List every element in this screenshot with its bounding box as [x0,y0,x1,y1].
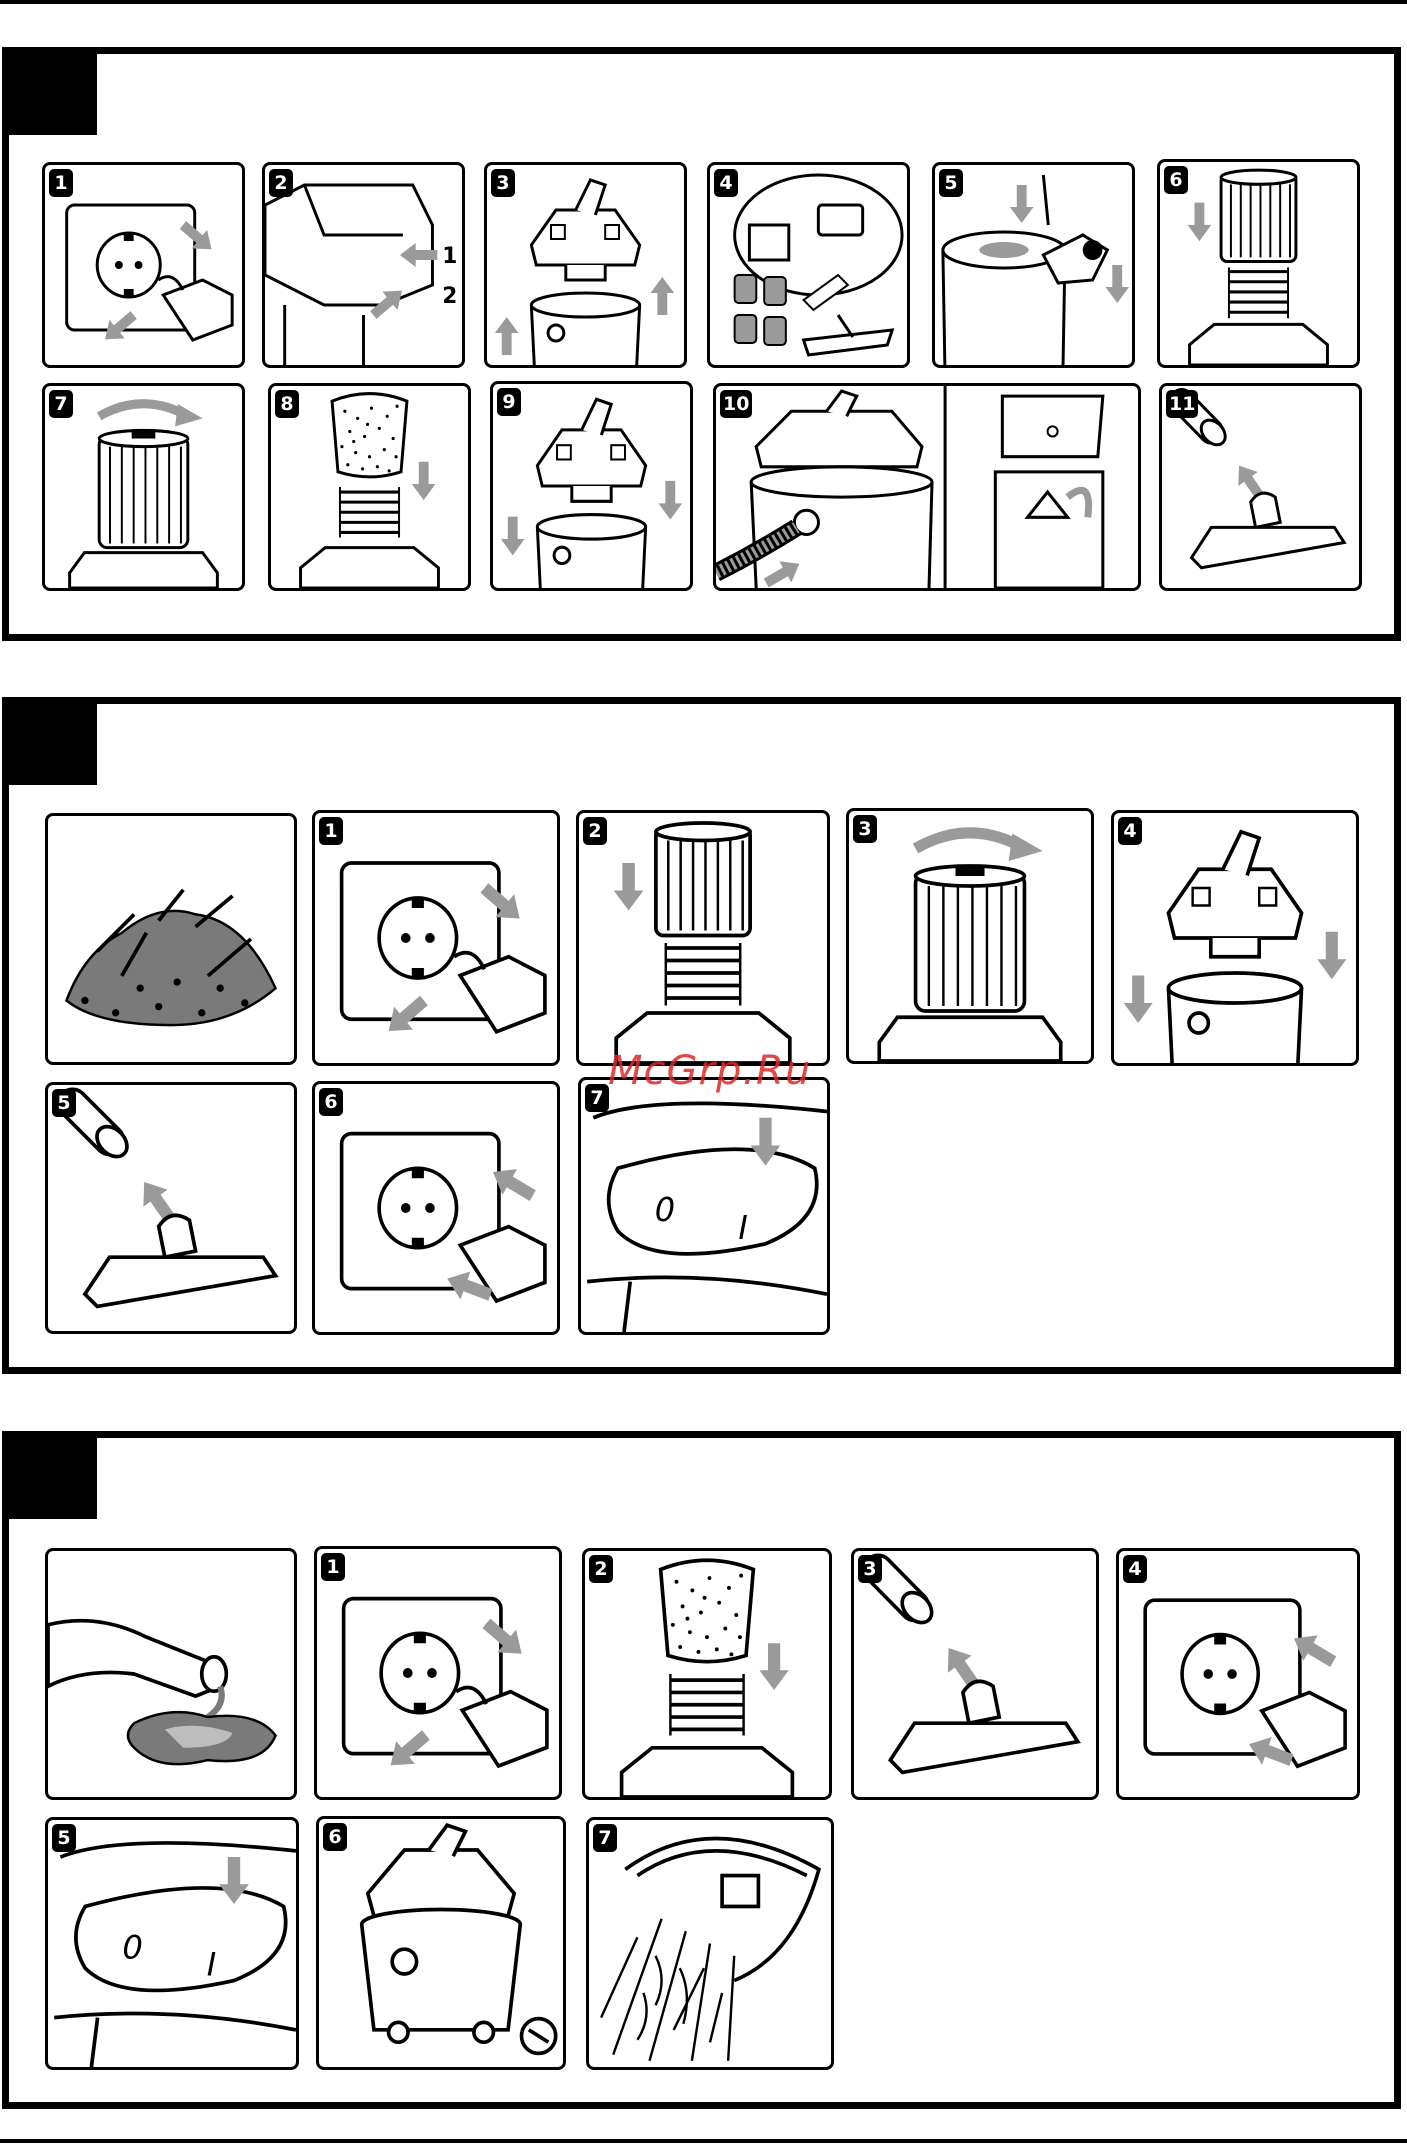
step-panel: 7 [42,383,245,591]
step-panel: 4 [1111,810,1359,1066]
drain-plug-icon [319,1819,563,2067]
step-panel: 3 [846,808,1094,1064]
bottom-rule [0,2139,1407,2143]
twist-lock-filter-icon [849,811,1091,1061]
step-number: 4 [1123,1555,1147,1583]
step-panel: 6 [316,1816,566,2070]
section-tab [2,1431,97,1519]
step-panel: 5 [45,1817,299,2070]
step-number: 4 [714,169,738,197]
twist-lock-filter-icon [45,386,242,588]
step-panel: 1 [312,810,560,1066]
step-panel: 5 [45,1082,297,1334]
lower-motor-head-icon [1114,813,1356,1063]
step-number: 11 [1166,390,1198,418]
step-panel: 5 [932,162,1135,368]
step-panel: 2 [582,1548,832,1800]
step-panel: 6 [1157,159,1360,368]
watermark: McGrp.Ru [608,1048,811,1094]
intro-panel [45,1548,297,1800]
fit-foam-filter-icon [585,1551,829,1797]
step-number: 6 [319,1088,343,1116]
step-panel: 3 [851,1548,1099,1800]
fit-foam-filter-icon [271,386,468,588]
dry-debris-icon [48,816,294,1062]
plug-in-icon [315,1084,557,1332]
step-number: 6 [1164,166,1188,194]
step-number: 2 [589,1555,613,1583]
section-tab [2,697,97,785]
step-number: 5 [52,1824,76,1852]
step-panel: 4 [707,162,910,368]
section-tab [2,47,97,135]
step-panel: 4 [1116,1548,1360,1800]
step-number: 1 [49,169,73,197]
step-number: 5 [52,1089,76,1117]
step-panel: 2 [576,810,830,1066]
step-number: 3 [491,169,515,197]
step-panel: 1 [42,162,245,368]
step-number: 7 [585,1084,609,1112]
attach-caster-icon [935,165,1132,365]
fit-cartridge-filter-icon [579,813,827,1063]
step-panel: 7 [586,1817,834,2070]
motor-unlatch-icon: 1 2 [265,165,462,365]
step-number: 4 [1118,817,1142,845]
step-number: 3 [858,1555,882,1583]
step-panel: 7 [578,1077,830,1335]
unplug-icon [317,1549,559,1797]
step-panel: 10 [713,383,1141,591]
step-number: 6 [323,1823,347,1851]
empty-tank-icon [589,1820,831,2067]
fit-cartridge-filter-icon [1160,162,1357,365]
step-panel: 6 [312,1081,560,1335]
plug-in-icon [1119,1551,1357,1797]
unplug-icon [45,165,242,365]
top-rule [0,0,1407,4]
connect-hose-icon [716,386,1138,588]
step-number: 3 [853,815,877,843]
step-number: 10 [720,390,752,418]
tank-accessories-icon [710,165,907,365]
step-panel: 2 1 2 [262,162,465,368]
step-number: 1 [319,817,343,845]
step-number: 8 [275,390,299,418]
attach-nozzle-icon [854,1551,1096,1797]
step-panel: 9 [490,381,693,591]
unplug-icon [315,813,557,1063]
label-2: 2 [442,284,457,309]
lower-motor-head-icon [493,384,690,588]
step-panel: 11 [1159,383,1362,591]
liquid-spill-icon [48,1551,294,1797]
step-number: 9 [497,388,521,416]
intro-panel [45,813,297,1065]
step-panel: 8 [268,383,471,591]
step-number: 1 [321,1553,345,1581]
label-1: 1 [442,244,457,269]
step-panel: 3 [484,162,687,368]
lift-motor-head-icon [487,165,684,365]
power-switch-icon [581,1080,827,1332]
power-switch-icon [48,1820,296,2067]
step-panel: 1 [314,1546,562,1800]
step-number: 2 [583,817,607,845]
attach-nozzle-icon [48,1085,294,1331]
step-number: 7 [593,1824,617,1852]
step-number: 2 [269,169,293,197]
step-number: 7 [49,390,73,418]
step-number: 5 [939,169,963,197]
